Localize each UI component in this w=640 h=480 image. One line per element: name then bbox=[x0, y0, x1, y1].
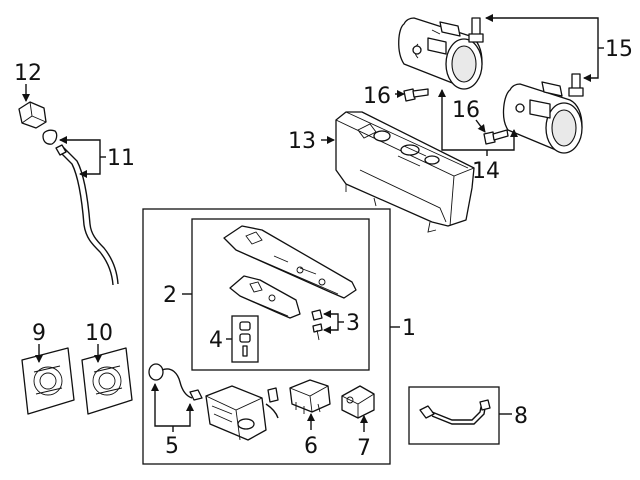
tube-part-11 bbox=[42, 129, 119, 286]
bolt-16-left bbox=[403, 88, 429, 102]
callout-5: 5 bbox=[165, 434, 179, 459]
callout-13: 13 bbox=[288, 129, 316, 154]
callout-16-right: 16 bbox=[452, 98, 480, 123]
reservoir-upper bbox=[398, 17, 483, 90]
assembly-box-1 bbox=[142, 208, 391, 465]
callout-15: 15 bbox=[605, 37, 633, 62]
hardware-part-3 bbox=[311, 309, 323, 341]
compressor bbox=[205, 385, 279, 441]
callout-12: 12 bbox=[14, 61, 42, 86]
leader-5a bbox=[151, 383, 173, 427]
leader-3a bbox=[323, 310, 339, 322]
leader-14a bbox=[438, 89, 487, 151]
bracket-part-13 bbox=[335, 111, 475, 233]
hose-part-8 bbox=[419, 399, 491, 425]
leader-5b bbox=[173, 403, 194, 427]
sensor-part-7 bbox=[341, 385, 375, 419]
bolt-16-right bbox=[483, 129, 509, 145]
leader-15b bbox=[583, 48, 599, 82]
leader-3b bbox=[323, 322, 339, 334]
callout-16-left: 16 bbox=[363, 84, 391, 109]
callout-3: 3 bbox=[346, 311, 360, 336]
callout-14: 14 bbox=[472, 159, 500, 184]
bolt-15-lower bbox=[568, 73, 584, 97]
harness-part-5 bbox=[148, 363, 203, 401]
label-part-9 bbox=[21, 347, 75, 415]
grommets-part-4 bbox=[239, 321, 251, 357]
leader-16b bbox=[475, 119, 486, 133]
callout-4: 4 bbox=[209, 328, 223, 353]
leader-15a bbox=[485, 14, 599, 48]
bolt-15-upper bbox=[468, 17, 484, 43]
callout-7: 7 bbox=[357, 436, 371, 461]
callout-10: 10 bbox=[85, 321, 113, 346]
callout-9: 9 bbox=[32, 321, 46, 346]
kit-box-8 bbox=[408, 386, 500, 445]
mount-bracket-lower bbox=[229, 275, 301, 319]
mount-bracket-upper bbox=[223, 225, 357, 299]
cap-part-12 bbox=[18, 101, 47, 129]
callout-1: 1 bbox=[402, 316, 416, 341]
label-part-10 bbox=[81, 347, 133, 415]
reservoir-lower bbox=[502, 81, 583, 154]
callout-8: 8 bbox=[514, 404, 528, 429]
callout-2: 2 bbox=[163, 283, 177, 308]
valve-part-6 bbox=[289, 379, 331, 414]
callout-6: 6 bbox=[304, 434, 318, 459]
callout-11: 11 bbox=[107, 146, 135, 171]
leader-14b bbox=[487, 129, 518, 151]
leader-11b bbox=[79, 157, 101, 178]
leader-11a bbox=[59, 136, 101, 157]
